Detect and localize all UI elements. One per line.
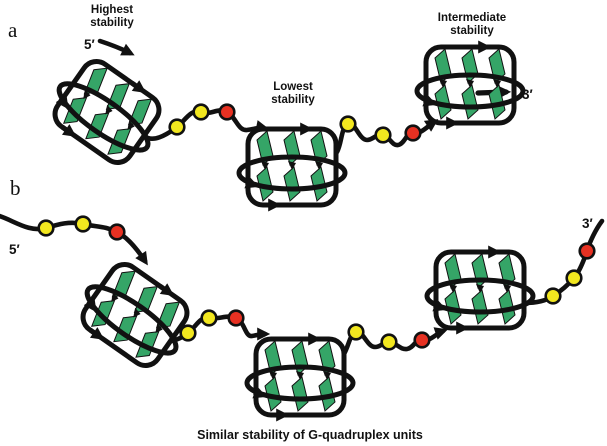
- bead-group: [37, 103, 596, 351]
- gquadruplex-unit-b2: [247, 339, 353, 415]
- bead-red: [404, 124, 422, 142]
- highest-stability-label-line2: stability: [90, 17, 134, 29]
- bead-yellow: [200, 309, 218, 327]
- five-prime-label-a: 5′: [84, 37, 95, 52]
- bead-red: [413, 331, 431, 349]
- bead-yellow: [168, 118, 186, 136]
- bead-yellow: [347, 323, 365, 341]
- five-prime-label-b: 5′: [9, 242, 20, 257]
- three-prime-label-a: 3′: [522, 87, 533, 102]
- gquadruplex-unit-a1-highest: [42, 50, 172, 173]
- bead-red: [227, 309, 245, 327]
- bead-yellow: [74, 215, 92, 233]
- bead-yellow: [339, 115, 357, 133]
- bead-yellow: [565, 269, 583, 287]
- intermediate-stability-label-line1: Intermediate: [438, 12, 506, 24]
- bead-red: [108, 223, 126, 241]
- intermediate-stability-label-line2: stability: [450, 25, 494, 37]
- bead-red: [218, 103, 236, 121]
- bead-yellow: [179, 324, 197, 342]
- bead-yellow: [37, 219, 55, 237]
- lowest-stability-label-line2: stability: [271, 94, 315, 106]
- gquadruplex-unit-b3: [427, 252, 533, 328]
- panel-b-label: b: [10, 176, 21, 200]
- lowest-stability-label-line1: Lowest: [273, 81, 313, 93]
- bead-yellow: [192, 103, 210, 121]
- three-prime-label-b: 3′: [582, 216, 593, 231]
- highest-stability-label-line1: Highest: [91, 4, 133, 16]
- strand-b-3prime-tail: [521, 218, 605, 306]
- bead-yellow: [544, 287, 562, 305]
- bead-yellow: [380, 333, 398, 351]
- gquadruplex-unit-b1: [70, 253, 200, 376]
- strand-b-5prime-leader: [0, 213, 148, 266]
- bead-yellow: [374, 126, 392, 144]
- panel-a-label: a: [8, 18, 18, 42]
- gquadruplex-unit-a2-lowest: [239, 129, 345, 205]
- strand-a-5prime-entry: [97, 38, 135, 56]
- gquadruplex-unit-a3-intermediate: [417, 47, 523, 123]
- bead-red: [578, 242, 596, 260]
- panel-b-caption: Similar stability of G-quadruplex units: [197, 428, 423, 442]
